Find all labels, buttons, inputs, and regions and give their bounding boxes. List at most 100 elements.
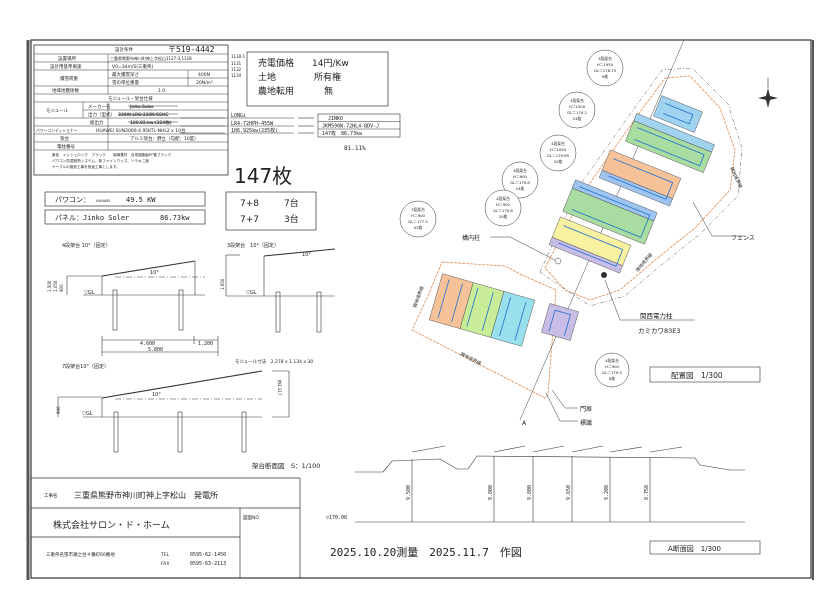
company-address: 三重県名張市瀬之台４番町60番地 [46, 551, 115, 558]
panel-array-small [541, 303, 579, 341]
drawing-no-label: 図面NO [243, 515, 259, 521]
panel-array [625, 113, 715, 173]
total-label: 総出力 [90, 119, 104, 126]
four-tier-title: 4段架台 10°（固定） [62, 242, 111, 249]
svg-text:24枚: 24枚 [573, 116, 582, 121]
module-label: モジュール [46, 108, 69, 114]
total-old-value: 106.92 kw (324枚) [130, 119, 172, 126]
dim-label: 900 [59, 284, 64, 292]
pcs-box-value: 49.5 KW [126, 196, 156, 204]
dim-label: 約2.317 [277, 380, 283, 396]
fax-number: 0595-63-2113 [190, 561, 226, 567]
svg-text:H＝900: H＝900 [411, 213, 425, 218]
panel-box-value: 86.73kw [160, 214, 190, 222]
title-block: 工事名 三重県熊野市神川町神上字松山 発電所 株式会社サロン・ド・ホーム 図面N… [31, 477, 301, 578]
lot-number: 1131 [231, 61, 242, 66]
height-label: 9.800 [488, 485, 494, 500]
compass-icon [758, 78, 778, 108]
sale-info-box: 売電価格 14円/Kw 土地 所有権 農地転用 無 [246, 51, 389, 107]
capacity-boxes: パワコン： HUAWEI 49.5 KW パネル：Jinko Soler 86.… [44, 191, 317, 231]
spec-sub: 最大積雪深さ [112, 71, 139, 78]
dim-label: 5.800 [148, 347, 163, 353]
spec-value: 20N/m² [196, 80, 213, 86]
spec-table: 設計条件 〒519-4442 設置場所 三重県熊野市神川町神上字松山1127-3… [33, 44, 246, 176]
boundary-label: 隣地境界線 [728, 166, 744, 190]
land-value: 所有権 [314, 71, 341, 83]
svg-text:GL＝179.5: GL＝179.5 [602, 370, 622, 375]
site-plan-scale: 配置図 1/300 [671, 371, 723, 380]
height-label: 9.800 [527, 485, 533, 500]
spec-label: 設計用基準風速 [50, 63, 82, 70]
module-size: モジュール寸法 2.278 x 1.134 x 30 [235, 358, 313, 365]
config-count: 3台 [284, 213, 299, 225]
svg-text:H＝900: H＝900 [605, 364, 619, 369]
tel-label: TEL [160, 552, 170, 558]
height-label: 8.750 [644, 485, 650, 500]
boundary-label: 隣地境界線 [459, 351, 483, 368]
frame-label: 架台 [60, 135, 69, 142]
gl-label: ▽GL [82, 411, 93, 417]
svg-text:GL＝178.75: GL＝178.75 [594, 68, 617, 73]
lower-plot-boundary [411, 261, 557, 399]
section-a-scale: A断面図 1/300 [668, 544, 721, 553]
project-label: 工事名 [44, 492, 58, 499]
spec-label: 積雪荷重 [60, 75, 78, 82]
config-combo: 7+7 [240, 215, 259, 225]
svg-text:GL＝179.2: GL＝179.2 [567, 110, 587, 115]
dim-label: 1.050 [53, 280, 58, 292]
utility-pole-icon [601, 272, 607, 278]
sale-price-value: 14円/Kw [312, 58, 349, 69]
spec-value: 1.0 [158, 88, 165, 94]
svg-text:3段架台: 3段架台 [598, 56, 612, 61]
pcs-brand: HUAWEI [96, 199, 110, 203]
spec-sub: 雪の単位重量 [112, 79, 139, 86]
pole-number-label: 電柱番号 [57, 143, 75, 150]
note-line: パワコン防湿遮熱システム、新ファインウッズ、ソラキ二度 [52, 158, 149, 163]
spec-label: 設置場所 [58, 55, 76, 62]
svg-text:20枚: 20枚 [554, 159, 563, 164]
svg-text:8枚: 8枚 [609, 376, 615, 381]
three-tier-title: 3段架台 10°（固定） [227, 242, 279, 249]
sale-price-label: 売電価格 [258, 57, 294, 69]
svg-text:H＝1500: H＝1500 [569, 104, 586, 109]
svg-text:4段架台: 4段架台 [496, 196, 510, 201]
maker-old-value: Jinko Soler [129, 104, 154, 110]
datum-label: ▽170.00 [326, 515, 347, 521]
panel-array [548, 216, 632, 274]
svg-text:24枚: 24枚 [516, 186, 525, 191]
site-pole-label: 構内柱 [462, 234, 480, 242]
old-maker: LONGi [231, 113, 246, 119]
note-line: 景色 インシュロック ブラック 架線基材 合成樹脂製PF管ブラック [52, 152, 172, 157]
panel-array [562, 179, 658, 245]
svg-text:H＝900: H＝900 [496, 202, 510, 207]
svg-text:4段架台: 4段架台 [605, 358, 619, 363]
svg-text:4段架台: 4段架台 [513, 168, 527, 173]
pcs-label: パワーコンディショナー [36, 128, 78, 133]
panel-array [598, 149, 682, 207]
section-a: ▽170.00 9.500 9.800 9.800 9.650 9.200 8.… [326, 445, 761, 555]
svg-text:H＝1050: H＝1050 [550, 147, 567, 152]
svg-text:GL＝177.5: GL＝177.5 [408, 219, 428, 224]
dim-label: 1.950 [220, 278, 225, 290]
utility-pole-label: 関西電力柱 [640, 311, 673, 320]
svg-text:4段架台: 4段架台 [551, 141, 565, 146]
fence-line [544, 75, 736, 301]
fence-label: フェンス [731, 235, 755, 242]
spec-value: V0=34m/S(三重県) [112, 63, 153, 70]
boundary-line [539, 67, 743, 307]
rack-sections: 4段架台 10°（固定） 3段架台 10°（固定） 1.500 1.050 90… [47, 242, 336, 470]
svg-text:GL＝179.65: GL＝179.65 [547, 153, 570, 158]
height-label: 9.500 [406, 485, 412, 500]
lot-number: 1130-1 [231, 54, 246, 59]
svg-text:4段架台: 4段架台 [570, 98, 584, 103]
output-ratio: 81.11% [344, 145, 366, 152]
dim-label: 1.200 [198, 341, 213, 347]
